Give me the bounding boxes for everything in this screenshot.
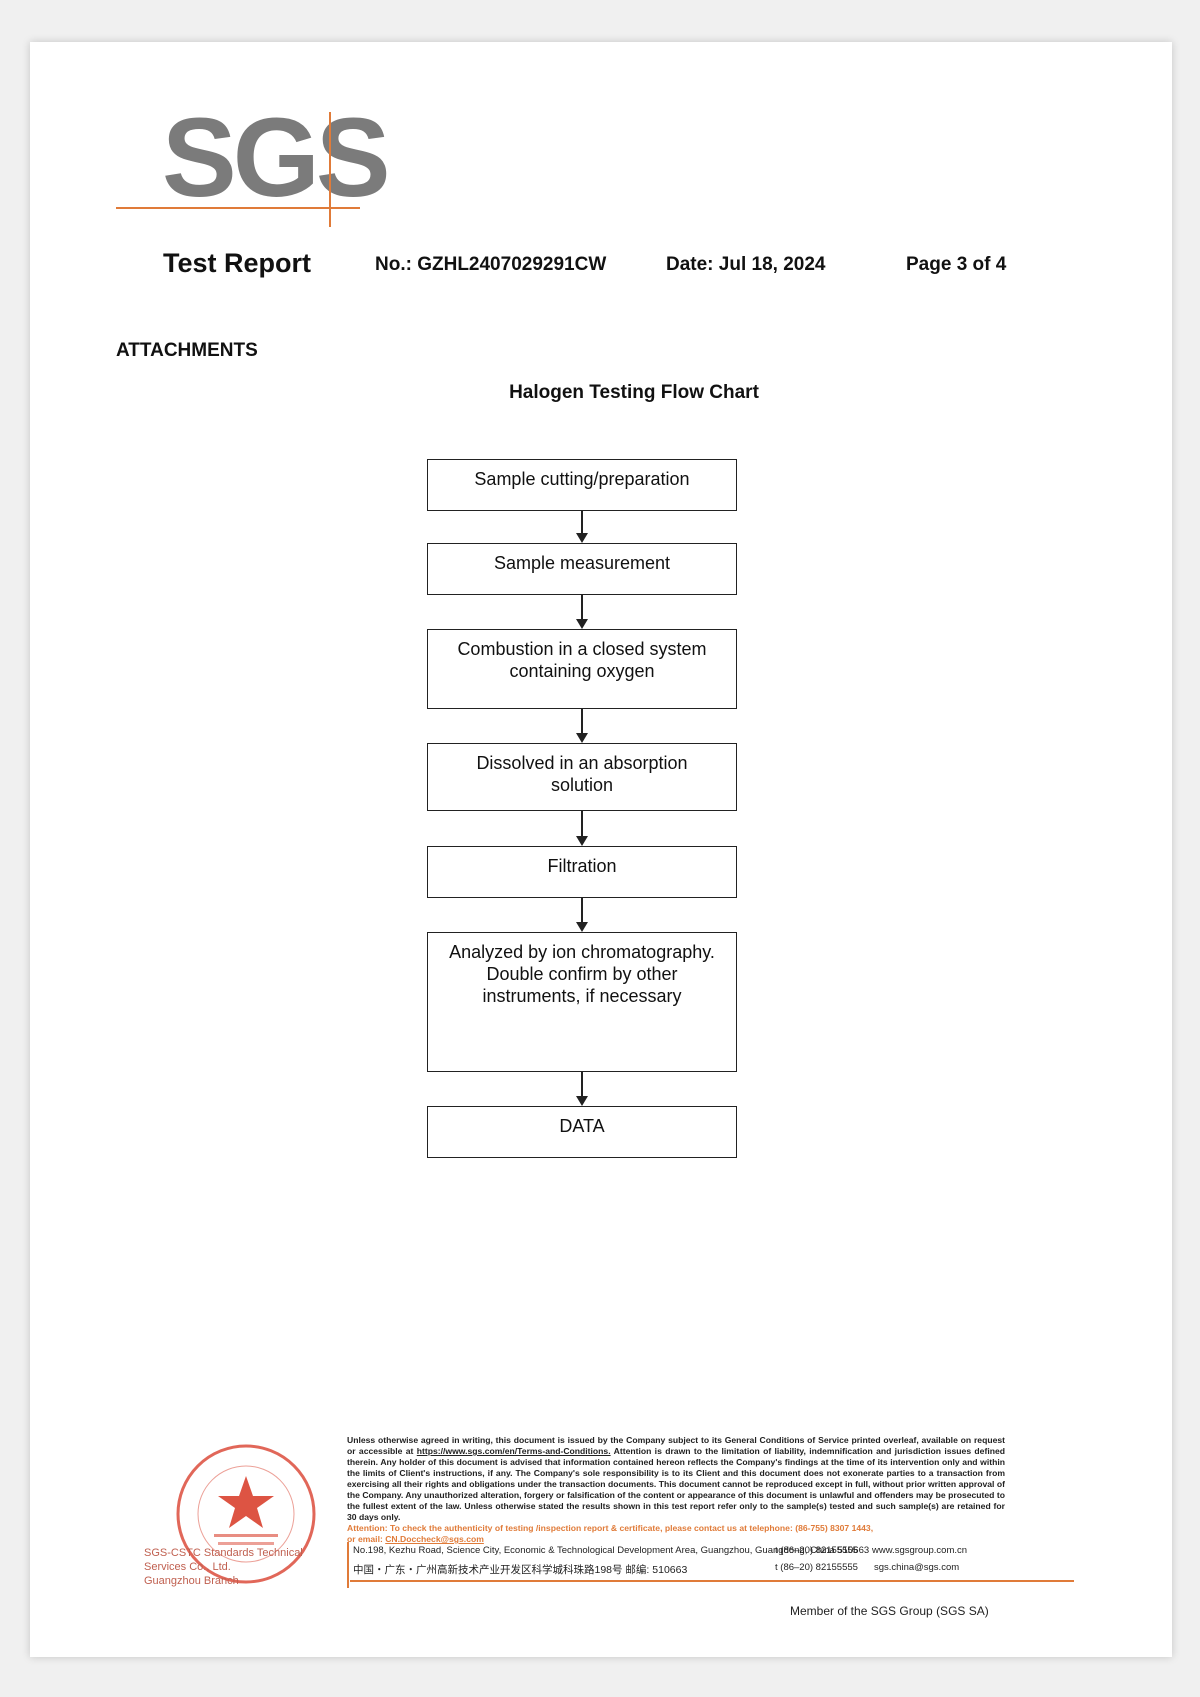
terms-link[interactable]: https://www.sgs.com/en/Terms-and-Conditi… xyxy=(416,1446,611,1456)
authenticity-email-label: or email: xyxy=(347,1534,386,1544)
report-title: Test Report xyxy=(163,248,312,278)
telephone-1: t (86–20) 82155555 xyxy=(775,1545,858,1556)
flow-step-sample-measurement: Sample measurement xyxy=(427,543,737,595)
sgs-logo: SGS xyxy=(162,95,391,220)
flow-arrow xyxy=(576,595,588,629)
page-indicator: Page 3 of 4 xyxy=(906,254,1007,275)
flowchart-title: Halogen Testing Flow Chart xyxy=(509,382,759,403)
membership-note: Member of the SGS Group (SGS SA) xyxy=(790,1604,989,1618)
flow-step-combustion: Combustion in a closed system containing… xyxy=(427,629,737,709)
flow-step-dissolved: Dissolved in an absorption solution xyxy=(427,743,737,811)
flow-step-data: DATA xyxy=(427,1106,737,1158)
authenticity-notice: Attention: To check the authenticity of … xyxy=(347,1523,874,1533)
flow-arrow xyxy=(576,811,588,846)
legal-text-part-1: Unless otherwise agreed in writing, this… xyxy=(347,1435,1005,1456)
logo-vertical-rule xyxy=(329,112,331,227)
report-page: SGS Test Report No.: GZHL2407029291CW Da… xyxy=(30,42,1172,1657)
flow-step-ion-chromatography: Analyzed by ion chromatography. Double c… xyxy=(427,932,737,1072)
telephone-2: t (86–20) 82155555 xyxy=(775,1562,858,1573)
website[interactable]: www.sgsgroup.com.cn xyxy=(872,1545,968,1556)
address-chinese: 中国・广东・广州高新技术产业开发区科学城科珠路198号 邮编: 510663 xyxy=(353,1564,688,1576)
authenticity-email-link[interactable]: CN.Doccheck@sgs.com xyxy=(385,1534,484,1544)
flow-arrow xyxy=(576,511,588,543)
seal-caption: SGS-CSTC Standards Technical Services Co… xyxy=(144,1546,344,1588)
legal-text-part-2: Attention is drawn to the limitation of … xyxy=(347,1446,1005,1522)
flow-arrow xyxy=(576,1072,588,1106)
report-date: Date: Jul 18, 2024 xyxy=(666,254,826,275)
flow-arrow xyxy=(576,898,588,932)
address-english: No.198, Kezhu Road, Science City, Econom… xyxy=(353,1545,870,1556)
legal-disclaimer: Unless otherwise agreed in writing, this… xyxy=(347,1435,1005,1545)
footer-horizontal-rule xyxy=(350,1580,1074,1582)
company-seal-stamp xyxy=(176,1444,316,1584)
flow-arrow xyxy=(576,709,588,743)
section-heading: ATTACHMENTS xyxy=(116,340,258,361)
report-number: No.: GZHL2407029291CW xyxy=(375,254,607,275)
seal-caption-line-1: SGS-CSTC Standards Technical Services Co… xyxy=(144,1547,303,1573)
contact-email[interactable]: sgs.china@sgs.com xyxy=(874,1562,960,1573)
flow-step-filtration: Filtration xyxy=(427,846,737,898)
seal-caption-line-2: Guangzhou Branch xyxy=(144,1575,239,1587)
logo-horizontal-rule xyxy=(116,207,360,209)
flow-step-sample-cutting: Sample cutting/preparation xyxy=(427,459,737,511)
footer-vertical-rule xyxy=(347,1542,349,1588)
